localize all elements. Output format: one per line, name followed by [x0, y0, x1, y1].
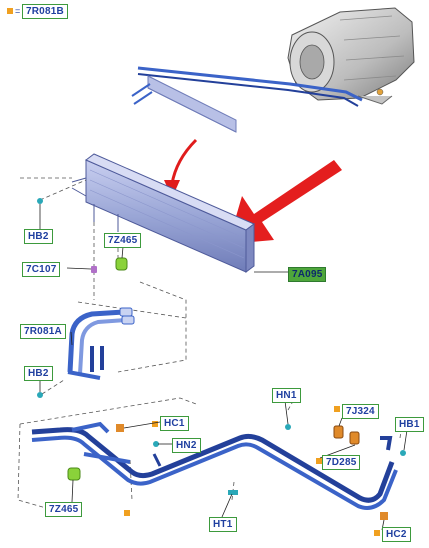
transmission-illustration — [287, 7, 415, 105]
label-hb2-top: HB2 — [24, 229, 53, 244]
fitting-icon-7j324 — [333, 425, 344, 439]
small-cooler-overview — [131, 66, 363, 133]
label-hb1: HB1 — [395, 417, 424, 432]
fitting-icon-7d285 — [349, 431, 360, 445]
bolt-icon-hb1 — [400, 450, 406, 456]
label-7r081a: 7R081A — [20, 324, 66, 339]
label-7z465-top: 7Z465 — [104, 233, 142, 248]
tube-assembly-7r081a — [67, 307, 135, 380]
clip-icon-7z465-top — [115, 257, 128, 271]
lower-pipe-run — [31, 421, 398, 510]
label-7z465-bottom: 7Z465 — [45, 502, 83, 517]
label-7j324: 7J324 — [342, 404, 379, 419]
label-square-hc1 — [152, 421, 158, 427]
guide-lines — [17, 177, 403, 513]
bolt-icon-hb2-top — [37, 198, 43, 204]
bolt-icon-hn2 — [153, 441, 159, 447]
label-hn2: HN2 — [172, 438, 201, 453]
red-pointer-arrow — [228, 160, 342, 244]
label-hc2: HC2 — [382, 527, 411, 542]
fitting-square-icon — [124, 510, 130, 516]
bolt-icon-ht1 — [228, 490, 238, 495]
leader-lines — [39, 204, 408, 531]
legend-square-icon — [7, 8, 13, 14]
label-7d285: 7D285 — [322, 455, 361, 470]
legend-part-label: 7R081B — [22, 4, 68, 19]
transmission-oil-cooler — [71, 153, 255, 273]
label-square-7d285 — [316, 458, 322, 464]
label-ht1: HT1 — [209, 517, 237, 532]
fitting-icon-hc2 — [380, 512, 388, 520]
label-square-7j324 — [334, 406, 340, 412]
label-square-hc2 — [374, 530, 380, 536]
fitting-icon-hc1 — [116, 424, 124, 432]
label-7a095: 7A095 — [288, 267, 327, 282]
bolt-icon-hb2-mid — [37, 392, 43, 398]
clip-icon-7z465-bottom — [67, 467, 81, 481]
bolt-icon-hn1 — [285, 424, 291, 430]
label-hn1: HN1 — [272, 388, 301, 403]
label-7c107: 7C107 — [22, 262, 61, 277]
label-hb2-mid: HB2 — [24, 366, 53, 381]
legend-equals: = — [15, 6, 21, 16]
label-hc1: HC1 — [160, 416, 189, 431]
grommet-icon-7c107 — [91, 266, 97, 273]
hardware-parts — [37, 198, 406, 536]
